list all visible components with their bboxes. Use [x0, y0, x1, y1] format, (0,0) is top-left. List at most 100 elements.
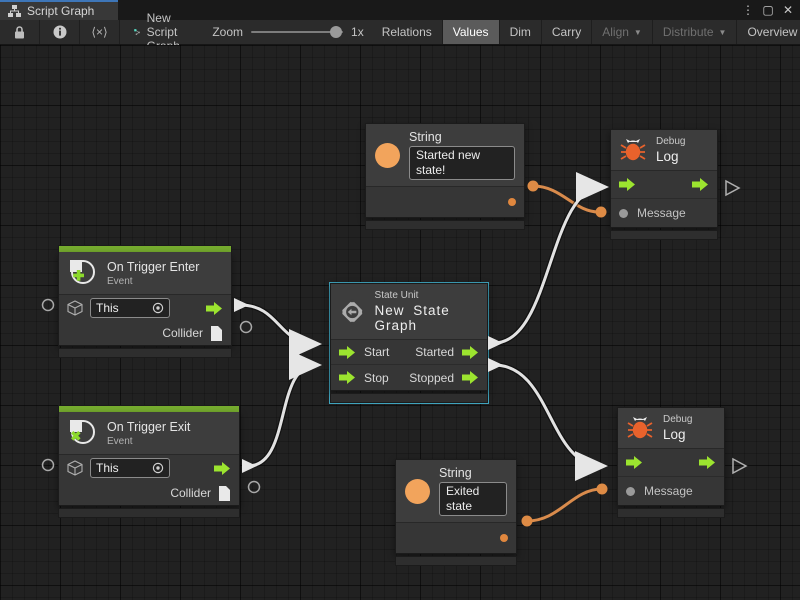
node-title: Log: [663, 427, 686, 442]
trigger-enter-icon: [70, 260, 95, 284]
port-label: Message: [644, 484, 693, 498]
node-string-top[interactable]: String Started new state!: [365, 123, 525, 230]
graph-toolbar: ⟨×⟩ New Script Graph Zoom 1x Relations V…: [0, 11, 800, 53]
node-footer: [610, 230, 718, 240]
values-button[interactable]: Values: [442, 20, 500, 44]
dim-button[interactable]: Dim: [500, 20, 542, 44]
window-maximize-icon[interactable]: ▢: [762, 3, 774, 17]
node-title: New State Graph: [374, 303, 450, 333]
flow-output-port-stopped[interactable]: [462, 371, 479, 384]
info-button[interactable]: [40, 20, 80, 44]
gameobject-cube-icon: [67, 300, 83, 316]
node-subtitle: Event: [107, 435, 133, 447]
unconnected-value-input-port[interactable]: [41, 458, 55, 472]
port-label: Message: [637, 206, 686, 220]
flow-output-port-started[interactable]: [462, 345, 479, 359]
port-label: Stop: [364, 370, 389, 385]
node-title: On Trigger Exit: [107, 419, 191, 434]
tab-title: Script Graph: [27, 4, 95, 18]
string-value-input[interactable]: Started new state!: [409, 146, 515, 180]
state-unit-icon: [340, 299, 365, 324]
target-picker-icon[interactable]: [152, 302, 164, 314]
graph-canvas[interactable]: String Started new state!: [0, 45, 800, 600]
unconnected-collider-output-port[interactable]: [239, 320, 253, 334]
node-footer: [58, 508, 240, 518]
node-footer: [58, 348, 232, 358]
unconnected-collider-output-port[interactable]: [247, 480, 261, 494]
code-view-icon: ⟨×⟩: [91, 25, 108, 39]
align-label: Align: [602, 25, 629, 39]
target-picker-icon[interactable]: [152, 462, 164, 474]
zoom-label: Zoom: [212, 25, 244, 39]
wire-enter-to-start[interactable]: [234, 298, 322, 359]
node-footer: [330, 393, 488, 403]
node-title: String: [409, 130, 442, 144]
this-value: This: [96, 461, 119, 475]
node-debug-log-bottom[interactable]: Debug Log Message: [617, 407, 725, 518]
wire-string-top-to-debug-top[interactable]: [527, 180, 607, 218]
flow-output-port[interactable]: [214, 461, 231, 475]
script-graph-icon: [134, 29, 140, 35]
flow-input-port[interactable]: [619, 178, 636, 191]
relations-button[interactable]: Relations: [372, 20, 443, 44]
event-header-bar: [58, 245, 232, 252]
this-target-field[interactable]: This: [90, 458, 170, 478]
node-footer: [395, 556, 517, 566]
bug-icon: [620, 139, 646, 161]
lock-icon: [15, 25, 24, 38]
unconnected-value-input-port[interactable]: [41, 298, 55, 312]
zoom-slider[interactable]: [251, 26, 344, 38]
tab-bar: Script Graph ⋮ ▢ ✕: [0, 0, 800, 20]
value-output-port[interactable]: [500, 534, 508, 542]
node-debug-log-top[interactable]: Debug Log Message: [610, 129, 718, 240]
document-icon: [211, 325, 222, 341]
node-title: Log: [656, 149, 679, 164]
graph-name-button[interactable]: New Script Graph: [124, 11, 198, 53]
string-type-icon: [405, 478, 430, 504]
code-view-button[interactable]: ⟨×⟩: [80, 20, 120, 44]
flow-input-port-stop[interactable]: [339, 371, 356, 384]
zoom-slider-handle[interactable]: [330, 26, 343, 38]
overview-button[interactable]: Overview: [737, 20, 800, 44]
string-value-input[interactable]: Exited state: [439, 482, 507, 516]
flow-output-port[interactable]: [699, 456, 716, 469]
flow-output-port[interactable]: [692, 178, 709, 191]
node-subtitle: State Unit: [374, 290, 419, 301]
node-subtitle: Debug: [663, 414, 693, 425]
this-value: This: [96, 301, 119, 315]
flow-output-port[interactable]: [206, 301, 223, 315]
port-label: Stopped: [409, 370, 454, 385]
unconnected-flow-output-port[interactable]: [732, 457, 748, 475]
wire-stopped-to-debug-bottom[interactable]: [488, 358, 608, 481]
bug-icon: [627, 417, 653, 439]
carry-button[interactable]: Carry: [542, 20, 593, 44]
unconnected-flow-output-port[interactable]: [725, 179, 741, 197]
wire-exit-to-stop[interactable]: [242, 350, 322, 473]
window-close-icon[interactable]: ✕: [782, 3, 794, 17]
node-footer: [617, 508, 725, 518]
event-header-bar: [58, 405, 240, 412]
flow-input-port-start[interactable]: [339, 345, 356, 359]
port-label: Collider: [170, 486, 211, 500]
message-input-port[interactable]: [619, 208, 628, 218]
align-dropdown[interactable]: Align ▼: [592, 20, 653, 44]
flow-input-port[interactable]: [626, 456, 643, 469]
node-subtitle: Debug: [656, 136, 686, 147]
node-on-trigger-enter[interactable]: On Trigger Enter Event This Collide: [58, 245, 232, 358]
port-label: Started: [415, 345, 454, 359]
distribute-dropdown[interactable]: Distribute ▼: [653, 20, 738, 44]
chevron-down-icon: ▼: [633, 27, 642, 37]
trigger-exit-icon: [70, 420, 95, 444]
tab-script-graph[interactable]: Script Graph: [0, 0, 118, 20]
node-string-bottom[interactable]: String Exited state: [395, 459, 517, 566]
string-type-icon: [375, 142, 400, 168]
value-output-port[interactable]: [508, 198, 516, 206]
node-on-trigger-exit[interactable]: On Trigger Exit Event This Collider: [58, 405, 240, 518]
window-menu-icon[interactable]: ⋮: [742, 3, 754, 17]
message-input-port[interactable]: [626, 486, 635, 496]
port-label: Collider: [162, 326, 203, 340]
node-state-unit[interactable]: State Unit New State Graph Start Started…: [330, 283, 488, 403]
lock-button[interactable]: [0, 20, 40, 44]
this-target-field[interactable]: This: [90, 298, 170, 318]
wire-string-bottom-to-debug-bottom[interactable]: [521, 483, 608, 527]
